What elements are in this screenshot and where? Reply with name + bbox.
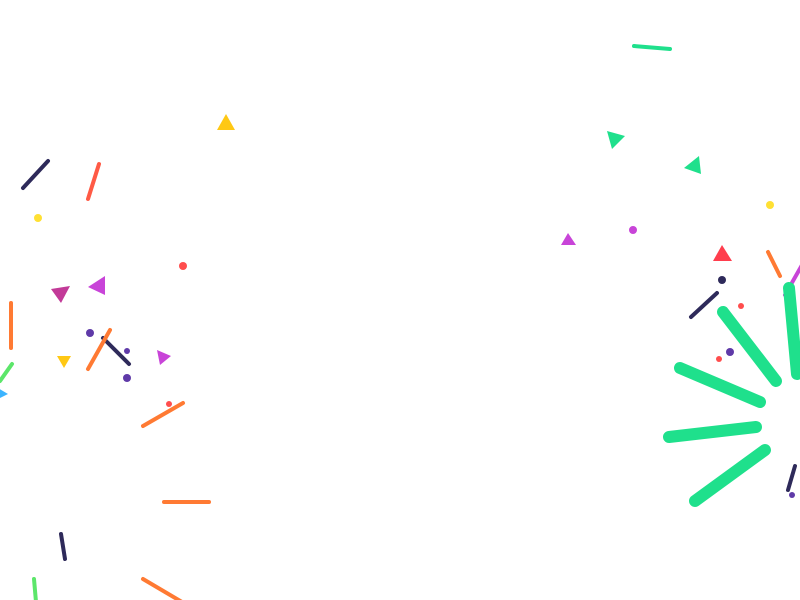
confetti-triangles xyxy=(0,114,732,398)
confetti-dot xyxy=(726,348,734,356)
confetti-dot xyxy=(124,348,130,354)
burst-ray xyxy=(717,306,782,387)
burst-ray xyxy=(674,362,766,408)
burst-ray xyxy=(663,421,762,443)
confetti-streamer xyxy=(21,159,50,190)
confetti-dot xyxy=(718,276,726,284)
confetti-triangle xyxy=(217,114,235,130)
burst-ray xyxy=(689,444,771,507)
confetti-dot xyxy=(789,492,795,498)
confetti-dot xyxy=(179,262,187,270)
confetti-streamer xyxy=(689,291,719,319)
confetti-triangle xyxy=(51,286,70,303)
confetti-triangle xyxy=(684,156,701,174)
confetti-triangle xyxy=(561,233,576,245)
confetti-streamer xyxy=(141,577,183,600)
confetti-dot xyxy=(123,374,131,382)
confetti-streamer xyxy=(632,44,672,51)
confetti-streamer xyxy=(141,401,185,428)
confetti-dot xyxy=(86,329,94,337)
confetti-dot xyxy=(738,303,744,309)
confetti-triangle xyxy=(57,356,71,368)
confetti-burst-rays xyxy=(663,282,800,507)
confetti-streamer xyxy=(101,336,131,366)
confetti-triangle xyxy=(713,245,732,261)
confetti-streamer xyxy=(86,328,112,371)
confetti-dot xyxy=(716,356,722,362)
confetti-streamer xyxy=(86,162,101,201)
confetti-dot xyxy=(629,226,637,234)
confetti-triangle xyxy=(88,276,105,295)
confetti-streamers xyxy=(0,44,800,600)
confetti-triangle xyxy=(607,131,625,149)
confetti-streamer xyxy=(0,362,14,383)
confetti-dots xyxy=(34,201,795,498)
confetti-streamer xyxy=(786,464,797,492)
confetti-triangle xyxy=(0,389,8,398)
confetti-streamer xyxy=(59,532,67,561)
confetti-streamer xyxy=(766,250,782,278)
confetti-triangle xyxy=(157,350,171,365)
confetti-dot xyxy=(166,401,172,407)
confetti-dot xyxy=(766,201,774,209)
confetti-dot xyxy=(34,214,42,222)
burst-ray xyxy=(783,282,800,380)
confetti-streamer xyxy=(32,577,38,600)
